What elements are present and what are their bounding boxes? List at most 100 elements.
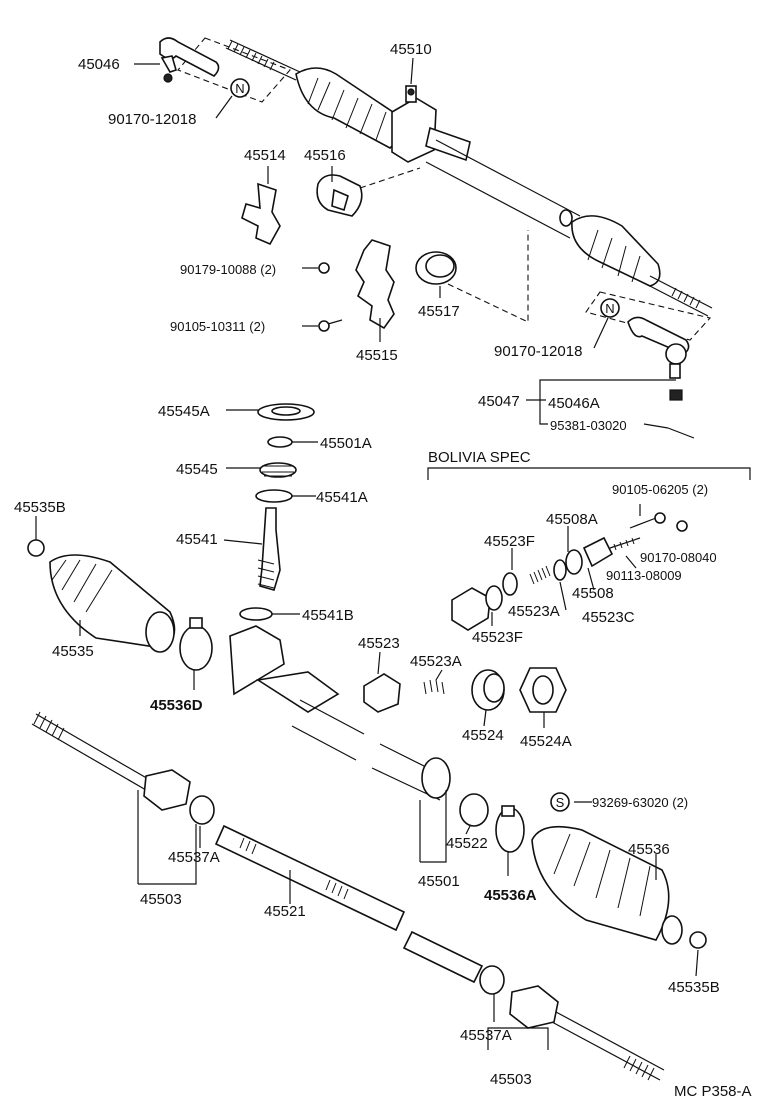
rack-boot-right [571,215,661,287]
label-45501A: 45501A [320,435,372,452]
pinion-parts [223,403,318,621]
cover-45545A [257,403,315,421]
rack-assembly-upper: N N [134,37,713,439]
label-45501: 45501 [418,873,460,890]
tie-rod-45503-left [31,711,191,811]
boot-45535 [49,554,176,653]
label-45545: 45545 [176,461,218,478]
bolt-90105-10311 [318,319,343,332]
rack-lower-parts [31,711,665,1081]
bearing-45541B [239,607,273,621]
label-45517: 45517 [418,303,460,320]
label-45522: 45522 [446,835,488,852]
bolivia-spec-section [427,467,751,631]
label-45536A: 45536A [484,887,537,904]
n-marker-right: N [600,298,620,318]
label-45503-left: 45503 [140,891,182,908]
label-45535B-right: 45535B [668,979,720,996]
clip-45535B-right [689,931,707,949]
label-45535: 45535 [52,643,94,660]
label-93269-63020: 93269-63020 (2) [592,795,688,810]
bearing-45541A [255,489,293,503]
label-90170-08040: 90170-08040 [640,550,717,565]
label-90105-06205: 90105-06205 (2) [612,482,708,497]
o-ring-45523F-lower [485,585,503,611]
bushing-45522 [459,793,489,827]
label-45521: 45521 [264,903,306,920]
s-marker-label: S [556,795,565,810]
seal-45501A [267,436,293,448]
label-45537A-right: 45537A [460,1027,512,1044]
label-90113-08009: 90113-08009 [606,568,682,583]
n-marker-top-label: N [235,81,244,96]
label-45523: 45523 [358,635,400,652]
label-45510: 45510 [390,41,432,58]
guide-45523 [363,673,401,713]
label-45523C: 45523C [582,609,635,626]
rack-45521 [214,824,484,984]
label-45503-right: 45503 [490,1071,532,1088]
boot-45536 [531,825,683,945]
rack-middle-parts: S [27,516,707,977]
label-45537A-left: 45537A [168,849,220,866]
cover-45508 [582,536,614,568]
bolt-90179-10088 [318,262,330,274]
label-45047: 45047 [478,393,520,410]
adjuster-45524 [471,669,505,711]
bracket-45515 [355,239,395,330]
label-90170-12018-right: 90170-12018 [494,343,582,360]
nut-90170-08040 [676,520,688,532]
label-45536D: 45536D [150,697,203,714]
label-45516: 45516 [304,147,346,164]
housing-tube-45501 [229,625,451,801]
label-45523A: 45523A [410,653,462,670]
callout-labels: 45046 90170-12018 45510 45514 45516 9017… [14,41,752,1100]
tie-rod-thread-left [225,39,301,81]
label-45541B: 45541B [302,607,354,624]
rack-boot-left [295,67,401,149]
s-marker: S [550,792,570,812]
o-ring-45523F-upper [502,572,518,596]
seal-45508A [565,549,583,575]
pinion-shaft-45541 [257,507,281,591]
bracket-45514 [241,182,281,246]
bushing-45516 [316,174,363,217]
washer-45523C [553,559,567,581]
washer-45537A-left [189,795,215,825]
label-45508: 45508 [572,585,614,602]
label-45536: 45536 [628,841,670,858]
label-45508A: 45508A [546,511,598,528]
label-45523F-bottom: 45523F [472,629,523,646]
label-45545A: 45545A [158,403,210,420]
plug-45545 [259,462,297,478]
label-bolivia-spec: BOLIVIA SPEC [428,449,531,466]
tie-rod-end-45046A [627,316,695,439]
clip-45535B-left [27,539,45,557]
label-90105-10311: 90105-10311 (2) [170,319,265,334]
spring-45523A [423,679,445,695]
bolt-90105-06205 [629,512,666,529]
label-45541: 45541 [176,531,218,548]
bushing-45517 [415,251,457,285]
diagram-code: MC P358-A [674,1083,752,1100]
label-45535B-left: 45535B [14,499,66,516]
clamp-45536D [179,617,213,671]
tie-rod-thread-right [645,275,713,317]
n-marker-top: N [230,78,250,98]
label-90170-12018-top: 90170-12018 [108,111,196,128]
label-45523A-bolivia: 45523A [508,603,560,620]
spring-45523A-bolivia [529,565,551,585]
stud-90113-08009 [609,537,641,551]
label-45514: 45514 [244,147,286,164]
tie-rod-end-45046 [159,37,220,83]
guide-45523-bolivia [451,587,491,631]
locknut-45524A [519,667,567,713]
label-45524A: 45524A [520,733,572,750]
rack-housing-tube [425,139,581,239]
clamp-45536A [495,805,525,853]
washer-45537A-right [479,965,505,995]
label-45524: 45524 [462,727,504,744]
label-45515: 45515 [356,347,398,364]
tie-rod-45503-right [509,985,665,1081]
